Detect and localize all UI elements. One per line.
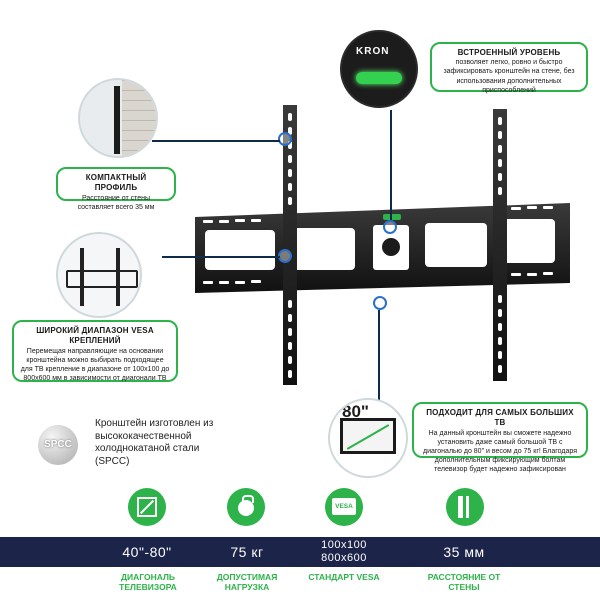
feature-profile-text: Расстояние от стены составляет всего 35 … <box>77 194 155 211</box>
feature-vesa-title: ШИРОКИЙ ДИАПАЗОН VESA КРЕПЛЕНИЙ <box>36 326 154 346</box>
spec-diagonal-value: 40"-80" <box>122 544 172 560</box>
profile-closeup-photo <box>78 78 158 158</box>
lead-line-vesa <box>162 256 280 258</box>
tv-bracket-image <box>195 105 570 385</box>
feature-vesa-text: Перемещая направляющие на основании крон… <box>20 347 170 383</box>
callout-dot-largest <box>373 296 387 310</box>
feature-largest-text: На данный кронштейн вы сможете надежно у… <box>423 429 577 474</box>
diagonal-icon <box>128 488 166 526</box>
spec-distance-value: 35 мм <box>443 544 485 560</box>
vesa-rail-left <box>80 248 84 306</box>
kron-logo: KRON <box>356 46 390 57</box>
feature-box-vesa: ШИРОКИЙ ДИАПАЗОН VESA КРЕПЛЕНИЙ Перемеща… <box>12 320 178 382</box>
spec-vesa-value: 100x100 800x600 <box>321 539 367 564</box>
vesa-icon: VESA <box>325 488 363 526</box>
bubble-level-icon <box>356 72 402 84</box>
lead-line-profile <box>152 140 280 142</box>
vesa-rails-illustration <box>66 270 138 288</box>
spcc-badge-label: SPCC <box>44 439 72 450</box>
lead-line-largest <box>378 310 380 425</box>
vesa-closeup-photo <box>56 232 142 318</box>
tv-80-illustration: 80" <box>328 398 408 478</box>
wall-distance-icon <box>446 488 484 526</box>
spec-load-label: ДОПУСТИМАЯ НАГРУЗКА <box>216 572 278 592</box>
spcc-badge: SPCC <box>38 425 78 465</box>
spec-load-value: 75 кг <box>230 544 264 560</box>
material-text: Кронштейн изготовлен из высококачественн… <box>95 418 214 467</box>
feature-box-level: ВСТРОЕННЫЙ УРОВЕНЬ позволяет легко, ровн… <box>430 42 588 94</box>
spec-distance-label: РАССТОЯНИЕ ОТ СТЕНЫ <box>427 572 501 592</box>
feature-level-title: ВСТРОЕННЫЙ УРОВЕНЬ <box>457 48 561 57</box>
tv-size-label: 80" <box>342 402 369 421</box>
lead-line-level <box>390 110 392 220</box>
vesa-icon-text: VESA <box>335 503 353 510</box>
callout-dot-vesa <box>278 249 292 263</box>
callout-dot-profile <box>278 132 292 146</box>
level-closeup-photo: KRON <box>340 30 418 108</box>
wall-brick-texture <box>122 80 156 156</box>
spec-diagonal-label: ДИАГОНАЛЬ ТЕЛЕВИЗОРА <box>119 572 177 592</box>
feature-profile-title: КОМПАКТНЫЙ ПРОФИЛЬ <box>85 173 147 193</box>
vesa-rail-right <box>116 248 120 306</box>
feature-level-text: позволяет легко, ровно и быстро зафиксир… <box>443 59 575 94</box>
specs-band <box>0 537 600 567</box>
feature-box-profile: КОМПАКТНЫЙ ПРОФИЛЬ Расстояние от стены с… <box>56 167 176 211</box>
bracket-side-profile <box>114 86 120 154</box>
feature-box-largest: ПОДХОДИТ ДЛЯ САМЫХ БОЛЬШИХ ТВ На данный … <box>412 402 588 473</box>
feature-largest-title: ПОДХОДИТ ДЛЯ САМЫХ БОЛЬШИХ ТВ <box>426 408 574 428</box>
weight-icon <box>227 488 265 526</box>
callout-dot-level <box>383 220 397 234</box>
spec-vesa-label: СТАНДАРТ VESA <box>308 572 380 582</box>
